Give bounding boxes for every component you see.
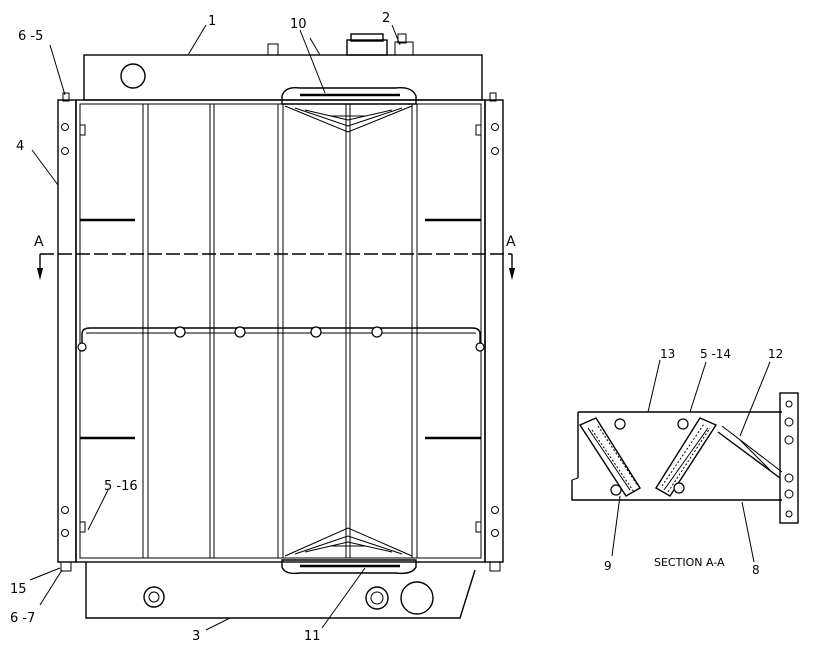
callout-5-14: 5 -14 — [700, 347, 731, 361]
callout-11: 11 — [304, 629, 321, 644]
callout-3: 3 — [192, 629, 200, 644]
section-mark-right: A — [506, 234, 516, 250]
callout-6-5: 6 -5 — [18, 29, 43, 44]
callout-8: 8 — [752, 563, 760, 577]
callout-6-7: 6 -7 — [10, 611, 35, 626]
callout-1: 1 — [208, 14, 216, 29]
bottom-seal — [281, 527, 417, 575]
callout-13: 13 — [660, 347, 675, 361]
middle-tie-bar — [77, 326, 485, 352]
leader-lines — [29, 24, 401, 631]
left-side-rail — [57, 92, 77, 572]
callout-2: 2 — [382, 11, 390, 26]
callout-15: 15 — [10, 582, 27, 597]
radiator-core — [75, 99, 486, 563]
callout-12: 12 — [768, 347, 783, 361]
bottom-tank — [85, 562, 476, 619]
section-mark-left: A — [34, 234, 44, 250]
right-side-rail — [484, 92, 504, 572]
top-seal — [281, 86, 417, 133]
callout-9: 9 — [604, 559, 612, 573]
section-caption: SECTION A-A — [654, 556, 725, 569]
section-line-a-a — [37, 253, 515, 280]
callout-10: 10 — [290, 17, 307, 32]
top-tank — [83, 33, 483, 101]
callout-4: 4 — [16, 139, 24, 154]
callout-5-16: 5 -16 — [104, 479, 138, 494]
section-a-a-detail — [571, 359, 799, 563]
